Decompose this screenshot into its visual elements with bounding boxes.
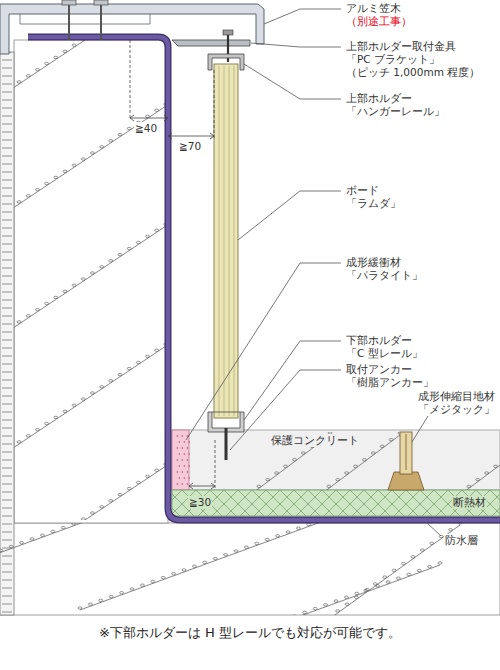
bolt-shaft — [68, 5, 70, 40]
callout-label: ≧70 — [178, 140, 202, 153]
board-grain — [219, 66, 234, 416]
bolt — [94, 0, 108, 5]
callout-label: 取付アンカー — [345, 363, 413, 376]
callout-label: 「パラタイト」 — [345, 269, 424, 282]
rebar-band — [14, 457, 168, 520]
expansion-joint — [400, 432, 412, 474]
wall-finish — [0, 52, 14, 615]
buffer-dots — [177, 435, 191, 485]
rebar-band — [78, 523, 342, 610]
callout-label: 「メジタック」 — [417, 403, 496, 416]
aluminium-coping — [0, 4, 264, 54]
callout-label: 上部ホルダー取付金具 — [345, 40, 457, 53]
rebar-band — [298, 523, 462, 615]
callout-label: 断熱材 — [452, 496, 487, 509]
leader-lines — [186, 9, 441, 536]
note-caption: ※下部ホルダーは H 型レールでも対応が可能です。 — [0, 624, 500, 642]
callout-label: 「ハンガーレール」 — [345, 105, 446, 118]
rebar-band — [0, 523, 242, 560]
rebar-band — [14, 97, 168, 210]
rebar-band — [14, 40, 168, 90]
insulation — [172, 490, 500, 516]
rebar-band — [458, 432, 500, 490]
bracket-nut — [223, 30, 233, 35]
callout-label: 「ラムダ」 — [345, 197, 402, 210]
callout-label: 成形伸縮目地材 — [417, 390, 496, 403]
rebar-band — [14, 217, 168, 330]
dimension-lines — [130, 40, 215, 489]
callout-label: 下部ホルダー — [345, 334, 413, 347]
callout-label: 「C 型レール」 — [345, 347, 424, 360]
callout-label: ボード — [345, 184, 380, 197]
callout-label: 保護コンクリート — [270, 434, 360, 447]
callout-label: アルミ笠木 — [345, 2, 402, 15]
joint-base — [388, 472, 424, 490]
slab-concrete — [0, 523, 500, 615]
callout-label: ≧30 — [188, 496, 212, 509]
coping-bracket — [20, 14, 150, 24]
rebar-band — [178, 562, 442, 615]
waterproof-layer — [28, 37, 500, 520]
pc-bracket — [172, 40, 250, 46]
callout-label: 防水層 — [444, 534, 479, 547]
waterproof-layer — [28, 37, 500, 520]
callout-label: 「PC ブラケット」 — [345, 53, 441, 66]
joint-core — [406, 434, 407, 470]
parapet-concrete — [14, 40, 168, 523]
bolt — [62, 0, 76, 5]
callout-label: （ピッチ 1,000mm 程度） — [345, 66, 481, 79]
callout-label: 上部ホルダー — [345, 92, 413, 105]
bolt-shaft — [100, 5, 102, 40]
callout-label: （別途工事） — [345, 15, 413, 28]
rebar-band — [14, 337, 168, 450]
callout-label: ≧40 — [134, 122, 158, 135]
protective-concrete — [172, 430, 500, 490]
resin-anchor — [225, 428, 228, 460]
callout-label: 「樹脂アンカー」 — [345, 376, 435, 389]
callout-label: 成形緩衝材 — [345, 256, 402, 269]
